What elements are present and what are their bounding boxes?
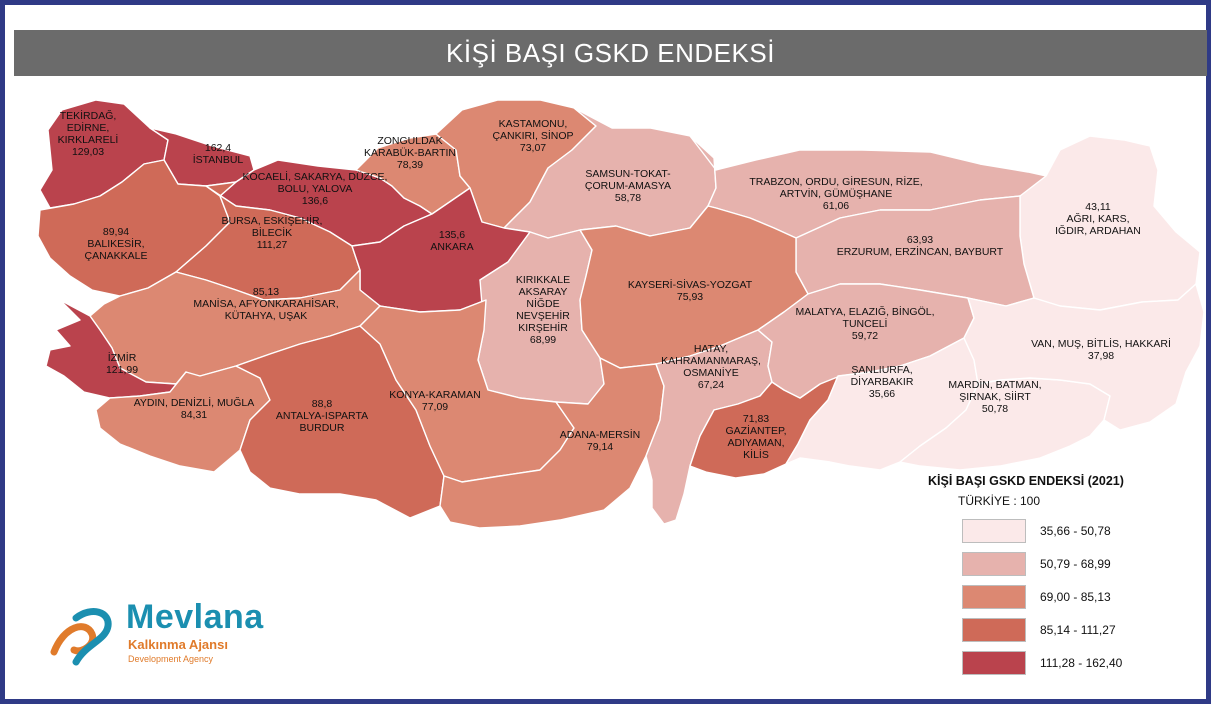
legend-label: 85,14 - 111,27 (1040, 622, 1116, 637)
legend-label: 35,66 - 50,78 (1040, 523, 1111, 538)
legend-item: 50,79 - 68,99 (962, 547, 1188, 580)
legend: KİŞİ BAŞI GSKD ENDEKSİ (2021) TÜRKİYE : … (928, 474, 1188, 679)
legend-item: 69,00 - 85,13 (962, 580, 1188, 613)
legend-title: KİŞİ BAŞI GSKD ENDEKSİ (2021) (928, 474, 1124, 488)
region-antalya (235, 325, 445, 519)
legend-item: 111,28 - 162,40 (962, 646, 1188, 679)
region-van (963, 283, 1205, 431)
legend-label: 50,79 - 68,99 (1040, 556, 1111, 571)
mevlana-logo-icon (50, 608, 112, 666)
logo-subtitle-en: Development Agency (128, 654, 214, 664)
map-title: KİŞİ BAŞI GSKD ENDEKSİ (14, 30, 1207, 76)
legend-label: 69,00 - 85,13 (1040, 589, 1111, 604)
region-label-trabzon: TRABZON, ORDU, GİRESUN, RİZE,ARTVİN, GÜM… (749, 175, 922, 212)
legend-swatch (962, 518, 1026, 543)
legend-subtitle: TÜRKİYE : 100 (958, 494, 1041, 508)
legend-swatch (962, 584, 1026, 609)
legend-item: 85,14 - 111,27 (962, 613, 1188, 646)
legend-swatch (962, 617, 1026, 642)
mevlana-logo: Mevlana Kalkınma Ajansı Development Agen… (46, 596, 266, 676)
legend-items: 35,66 - 50,78 50,79 - 68,99 69,00 - 85,13 8… (928, 514, 1188, 679)
logo-name: Mevlana (126, 598, 264, 636)
legend-swatch (962, 650, 1026, 675)
legend-label: 111,28 - 162,40 (1040, 655, 1123, 670)
legend-swatch (962, 551, 1026, 576)
legend-item: 35,66 - 50,78 (962, 514, 1188, 547)
logo-subtitle: Kalkınma Ajansı (128, 637, 228, 652)
